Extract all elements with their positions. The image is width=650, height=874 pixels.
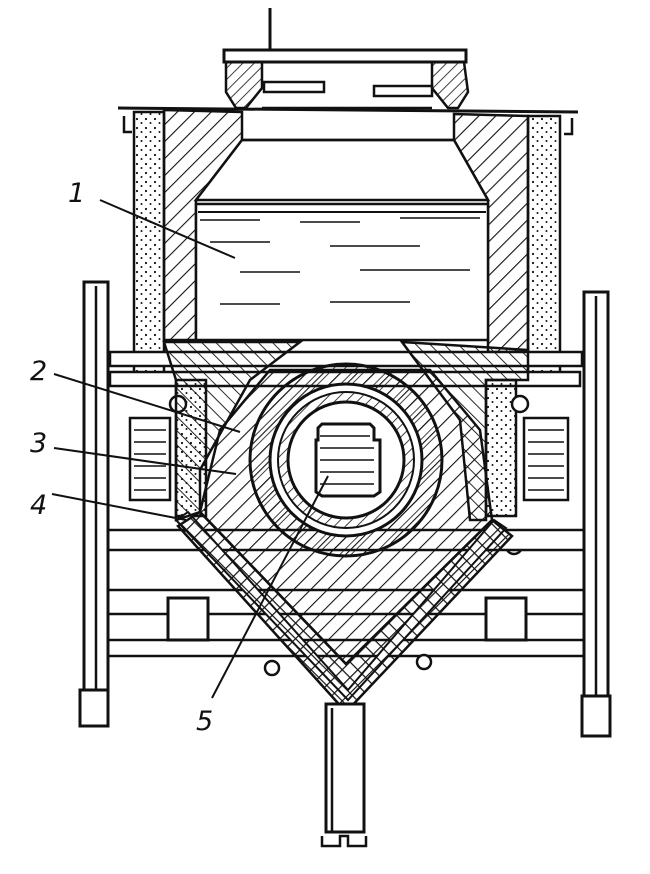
callout-3: 3 [30, 428, 47, 459]
callout-2: 2 [30, 356, 47, 387]
callout-5: 5 [196, 706, 213, 737]
crucible-walls [162, 108, 530, 354]
callout-1: 1 [68, 178, 85, 209]
top-plate [117, 106, 579, 136]
top-flange [222, 48, 470, 110]
magnetic-core [314, 422, 382, 498]
bottom-outlet [320, 702, 368, 848]
right-upright [580, 290, 612, 738]
left-upright [78, 280, 110, 728]
callout-4: 4 [30, 490, 47, 521]
molten-metal-bath [194, 202, 490, 342]
leader-lines [51, 199, 329, 699]
